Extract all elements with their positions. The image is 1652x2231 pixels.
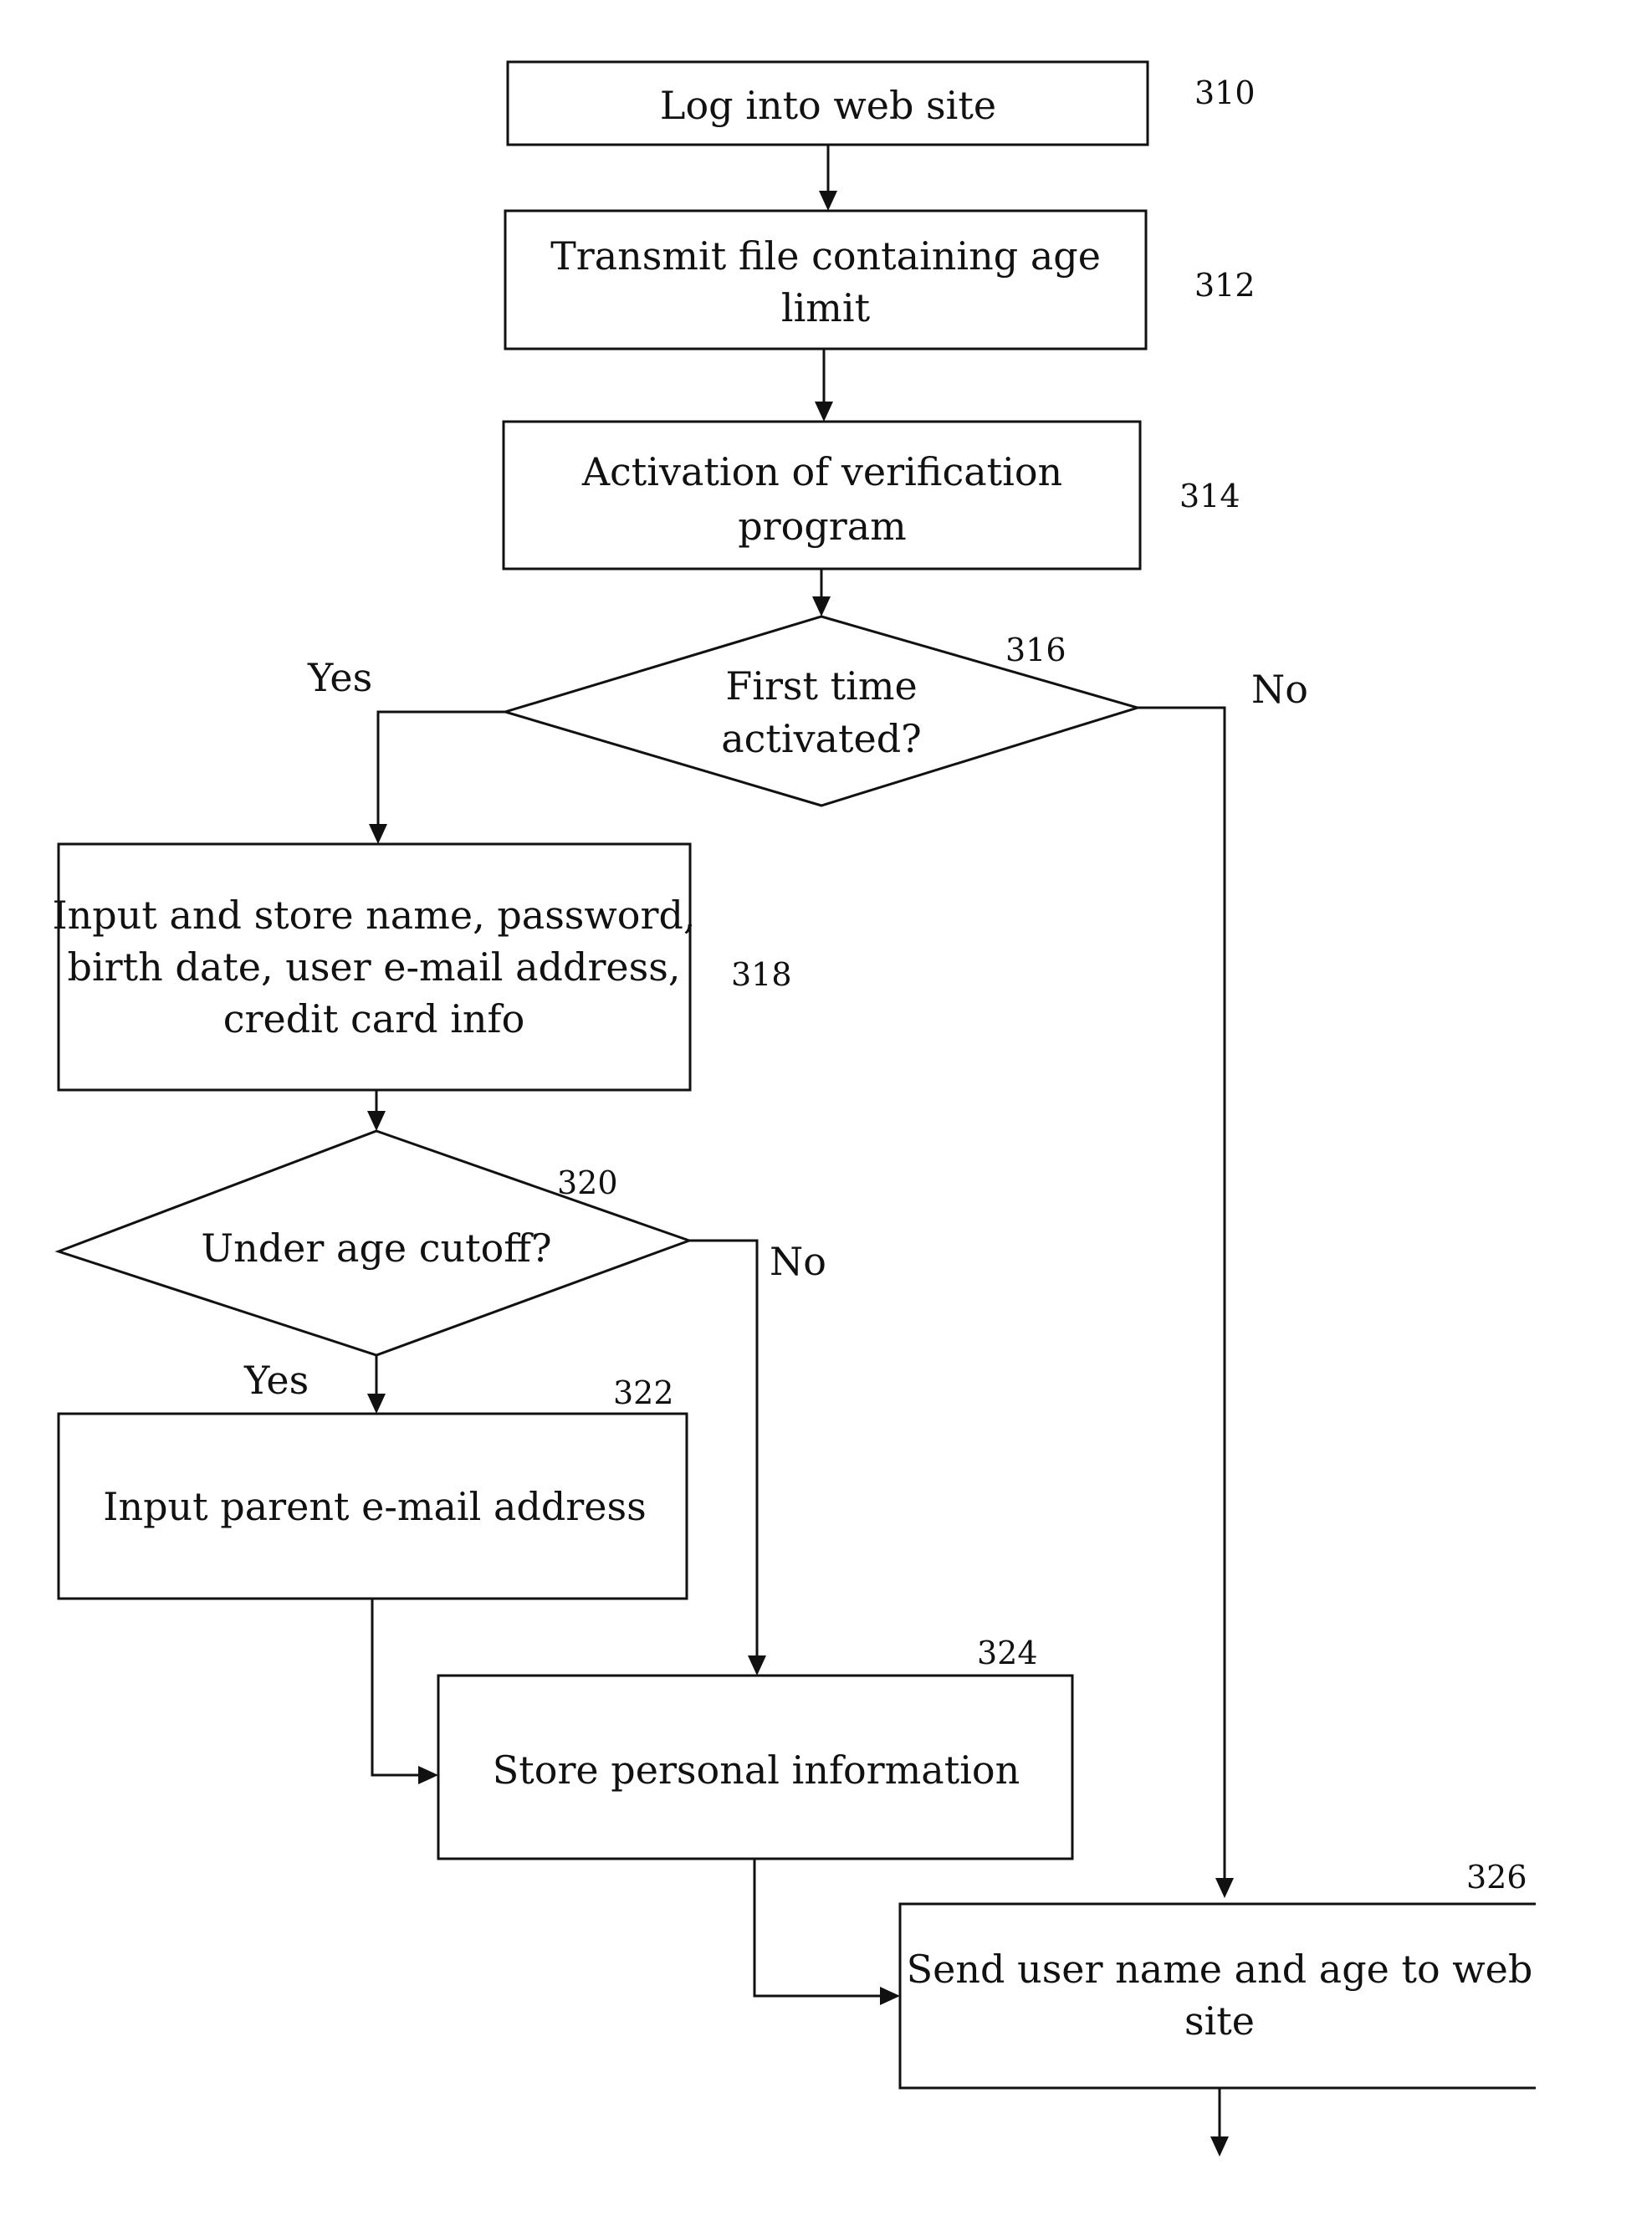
step-314-ref: 314 xyxy=(1179,478,1240,514)
step-324-ref: 324 xyxy=(977,1635,1038,1671)
step-326-label-line1: Send user name and age to web xyxy=(907,1947,1533,1992)
step-314-label-line2: program xyxy=(738,504,907,549)
step-314-activation: Activation of verification program 314 xyxy=(502,420,1240,571)
step-326-box xyxy=(898,1902,1536,2090)
step-312-label-line2: limit xyxy=(781,285,871,330)
step-326-send-user: Send user name and age to web site 326 xyxy=(898,1859,1536,2090)
step-310-ref: 310 xyxy=(1194,74,1256,111)
step-314-label-line1: Activation of verification xyxy=(581,449,1062,494)
decision-316-diamond xyxy=(500,615,1143,807)
decision-316-no-label: No xyxy=(1251,667,1308,712)
step-318-label-line3: credit card info xyxy=(223,996,525,1041)
step-318-ref: 318 xyxy=(731,956,792,993)
step-324-label: Store personal information xyxy=(493,1747,1020,1793)
step-312-box xyxy=(504,209,1148,351)
decision-316-yes-label: Yes xyxy=(307,655,372,700)
step-310-box xyxy=(506,60,1149,146)
step-310-log-in: Log into web site 310 xyxy=(506,60,1256,146)
step-318-label-line1: Input and store name, password, xyxy=(52,893,695,938)
step-318-input-store: Input and store name, password, birth da… xyxy=(52,842,792,1092)
decision-316-ref: 316 xyxy=(1005,632,1066,668)
step-322-ref: 322 xyxy=(613,1374,674,1411)
connector-314-316 xyxy=(812,569,831,617)
decision-320-yes-label: Yes xyxy=(243,1358,309,1403)
connector-320-yes-322 xyxy=(367,1355,386,1414)
step-326-ref: 326 xyxy=(1466,1859,1527,1896)
connector-312-314 xyxy=(815,349,833,422)
decision-320-no-label: No xyxy=(770,1239,826,1284)
decision-320-ref: 320 xyxy=(557,1164,618,1201)
step-324-box xyxy=(437,1674,1074,1860)
step-324-store-personal: Store personal information 324 xyxy=(437,1635,1074,1860)
step-312-transmit-file: Transmit file containing age limit 312 xyxy=(504,209,1256,351)
connector-324-326 xyxy=(753,1859,900,2005)
connector-322-324 xyxy=(371,1599,438,1784)
step-318-box xyxy=(57,842,692,1092)
step-310-label: Log into web site xyxy=(660,83,996,128)
step-312-label-line1: Transmit file containing age xyxy=(550,233,1101,279)
connector-326-exit xyxy=(1210,2088,1229,2157)
step-314-box xyxy=(502,420,1142,571)
connector-310-312 xyxy=(819,145,837,211)
decision-320-under-age: Under age cutoff? 320 Yes No xyxy=(54,1129,826,1403)
step-318-label-line2: birth date, user e-mail address, xyxy=(68,944,681,990)
connector-318-320 xyxy=(367,1090,386,1131)
decision-316-label-line2: activated? xyxy=(721,716,922,761)
decision-316-label-line1: First time xyxy=(725,663,917,709)
decision-316-first-time: First time activated? 316 Yes No xyxy=(307,615,1308,807)
step-326-label-line2: site xyxy=(1184,1998,1255,2044)
connector-320-no-324 xyxy=(689,1239,766,1676)
step-312-ref: 312 xyxy=(1194,267,1256,304)
connector-316-yes-318 xyxy=(369,710,505,844)
decision-320-label: Under age cutoff? xyxy=(201,1226,551,1271)
step-322-label: Input parent e-mail address xyxy=(103,1484,646,1529)
connector-316-no-326 xyxy=(1138,706,1234,1898)
step-322-box xyxy=(57,1412,688,1600)
step-322-parent-email: Input parent e-mail address 322 xyxy=(57,1374,688,1600)
